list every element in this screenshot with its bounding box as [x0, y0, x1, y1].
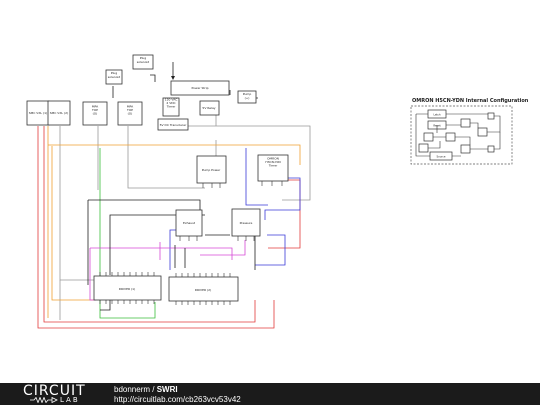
pump-box — [237, 90, 257, 104]
driver2-box — [168, 276, 239, 302]
timer-box — [162, 97, 180, 117]
omron-switch-1 — [460, 118, 471, 128]
smc1-label: SMC VXL (1) — [29, 111, 48, 115]
omron-switch-2 — [423, 132, 434, 142]
omron-switch-6 — [487, 112, 495, 120]
title-separator: / — [150, 385, 157, 394]
omron-latch-label: Latch — [433, 113, 440, 117]
driver2-label: DRIVER (2) — [195, 288, 212, 292]
driver1-label: DRIVER (1) — [119, 287, 136, 291]
circuitlab-logo-sub: LAB — [60, 396, 80, 404]
pump-power-box — [196, 155, 227, 184]
plug-box — [132, 54, 154, 70]
transducer-label: 5V DC Transducer — [160, 123, 188, 127]
power-strip-box — [170, 80, 230, 96]
smc2-label: SMC VXL (2) — [50, 111, 69, 115]
omron-reset-label: Reset — [433, 124, 440, 128]
driver1-box — [93, 275, 162, 301]
omron-switch-5 — [460, 144, 471, 154]
omron-main-box — [257, 154, 289, 182]
resistor-icon — [30, 397, 58, 403]
omron-switch-7 — [487, 145, 495, 153]
exhaust-label: Exhaust — [183, 221, 196, 225]
footer-title-line: bdonnerm / SWRI — [114, 385, 178, 394]
plug-solenoid-box — [105, 69, 123, 85]
footer-bar: CIRCUIT LAB bdonnerm / SWRI http://circu… — [0, 383, 540, 405]
relay-label: 5V Relay — [202, 106, 215, 110]
circuitlab-logo[interactable]: CIRCUIT — [23, 383, 86, 399]
pump-label: Pump(+) — [243, 92, 252, 100]
omron-source-label: Source — [437, 155, 446, 159]
transducer-box — [157, 118, 189, 131]
power-strip-label: Power Strip — [191, 86, 208, 90]
circuit-title: SWRI — [156, 385, 178, 394]
omron-config-frame — [410, 105, 513, 165]
mpa2-box — [117, 101, 143, 126]
pressure-label: Pressure — [240, 221, 253, 225]
omron-config-title: OMRON H5CN-YDN Internal Configuration — [412, 98, 529, 104]
author-name[interactable]: bdonnerm — [114, 385, 151, 394]
pressure-box — [231, 208, 261, 237]
omron-switch-3 — [445, 132, 456, 142]
circuit-url[interactable]: http://circuitlab.com/cb263vcv53v42 — [114, 395, 241, 404]
mpa1-box — [82, 101, 108, 126]
omron-switch-8 — [418, 143, 429, 153]
smc2-box — [47, 100, 71, 126]
relay-box — [199, 100, 220, 116]
pump-power-label: Pump Power — [202, 168, 221, 172]
omron-switch-4 — [477, 127, 488, 137]
